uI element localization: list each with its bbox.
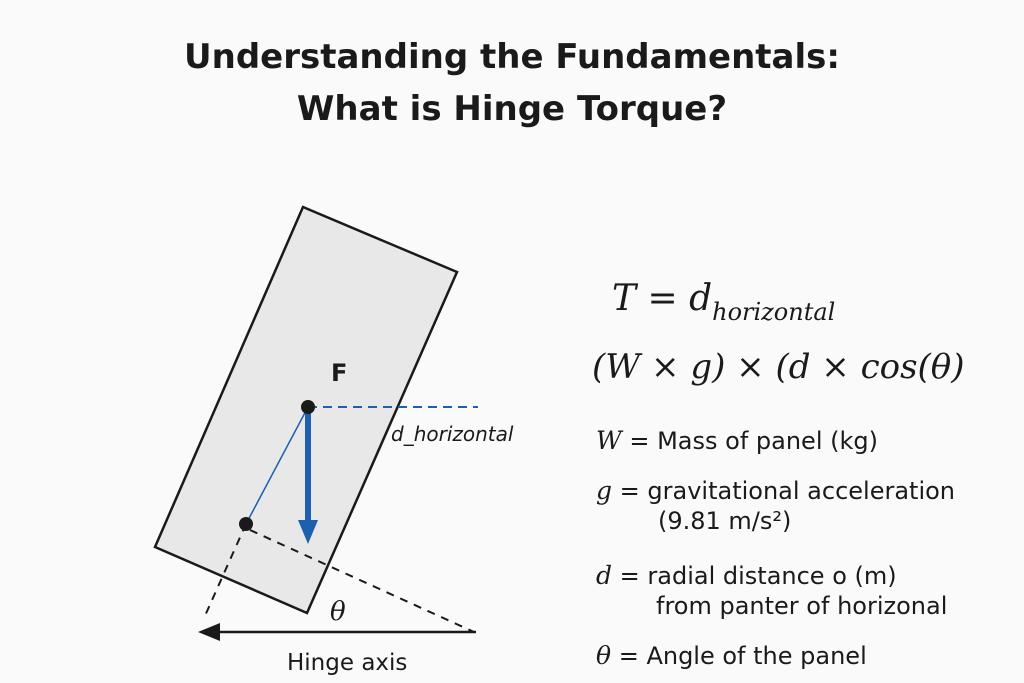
title-line-2: What is Hinge Torque? xyxy=(296,89,728,129)
title-line-1: Understanding the Fundamentals: xyxy=(184,37,840,77)
definition-g-cont: (9.81 m/s²) xyxy=(658,507,792,536)
definition-d-cont: from panter of horizonal xyxy=(656,592,948,621)
angle-label: θ xyxy=(330,597,346,627)
force-label: F xyxy=(331,359,347,387)
eq1-main: T = d xyxy=(612,278,713,319)
definition-theta: θ = Angle of the panel xyxy=(596,640,867,671)
eq1-subscript: horizontal xyxy=(712,298,836,326)
force-arrow-head xyxy=(298,520,318,544)
definition-W-text: = Mass of panel (kg) xyxy=(629,427,878,455)
dashed-drop-line xyxy=(203,523,247,619)
symbol-theta: θ xyxy=(596,641,612,670)
distance-label: d_horizontal xyxy=(391,422,514,446)
hinge-axis-arrowhead xyxy=(198,623,220,641)
definition-theta-text: = Angle of the panel xyxy=(618,642,867,670)
torque-equation-line-2: (W × g) × (d × cos(θ) xyxy=(592,347,965,387)
definition-d-text: = radial distance o (m) xyxy=(619,562,897,590)
definition-W: W = Mass of panel (kg) xyxy=(596,425,878,456)
symbol-g: g xyxy=(596,476,613,505)
torque-equation-line-1: T = dhorizontal xyxy=(612,278,835,326)
hinge-axis-label: Hinge axis xyxy=(287,650,407,676)
definition-g-text: = gravitational acceleration xyxy=(619,477,956,505)
definition-d: d = radial distance o (m) from panter of… xyxy=(596,560,947,621)
dashed-angle-line xyxy=(249,529,475,633)
symbol-W: W xyxy=(596,426,622,455)
definition-g: g = gravitational acceleration (9.81 m/s… xyxy=(596,475,955,536)
radius-line xyxy=(245,406,309,525)
symbol-d: d xyxy=(596,561,613,590)
force-point xyxy=(301,400,315,414)
